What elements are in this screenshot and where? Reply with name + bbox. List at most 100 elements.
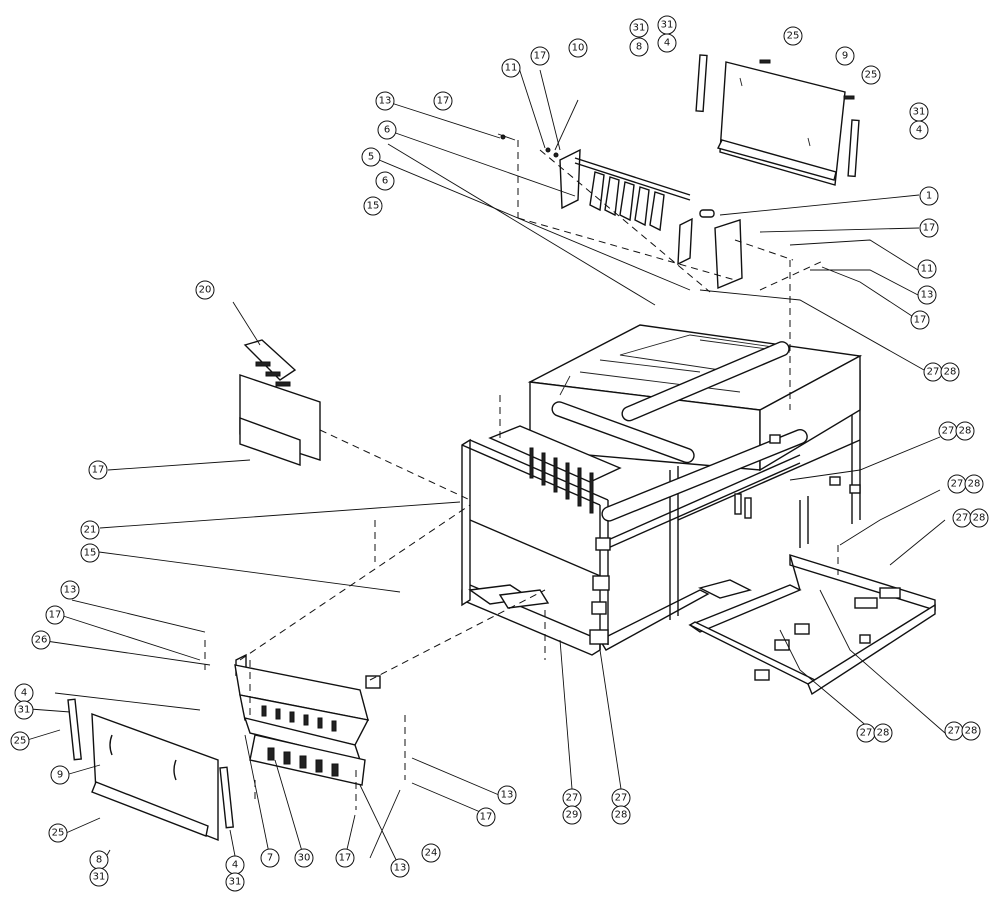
svg-text:17: 17 [49,610,62,621]
svg-text:13: 13 [64,585,77,596]
callout-31: 31 [657,15,677,35]
callout-25: 25 [783,26,803,46]
callout-25: 25 [10,731,30,751]
callout-21: 21 [80,520,100,540]
callout-26: 26 [31,630,51,650]
callout-4: 4 [909,120,929,140]
callout-11: 11 [917,259,937,279]
svg-text:11: 11 [921,264,934,275]
callout-10: 10 [568,38,588,58]
svg-text:17: 17 [339,853,352,864]
svg-text:27: 27 [942,426,955,437]
svg-text:31: 31 [633,23,646,34]
lower-hopper [234,653,381,786]
svg-text:28: 28 [944,367,957,378]
callout-29: 29 [562,805,582,825]
svg-text:26: 26 [35,635,48,646]
svg-text:31: 31 [913,107,926,118]
callout-4: 4 [14,683,34,703]
svg-text:25: 25 [787,31,800,42]
svg-text:28: 28 [615,810,628,821]
svg-text:4: 4 [916,125,922,136]
svg-text:9: 9 [842,51,848,62]
callout-24: 24 [421,843,441,863]
svg-text:30: 30 [298,853,311,864]
svg-text:27: 27 [927,367,940,378]
callout-13: 13 [390,858,410,878]
callout-31: 31 [225,872,245,892]
svg-text:5: 5 [368,152,374,163]
callout-4: 4 [225,855,245,875]
svg-text:25: 25 [52,828,65,839]
svg-text:11: 11 [505,63,518,74]
callout-27: 27 [947,474,967,494]
svg-text:27: 27 [615,793,628,804]
svg-text:4: 4 [21,688,27,699]
callout-6: 6 [377,120,397,140]
callout-4: 4 [657,33,677,53]
callout-13: 13 [497,785,517,805]
svg-text:17: 17 [923,223,936,234]
svg-text:1: 1 [926,191,932,202]
callout-8: 8 [89,850,109,870]
callout-17: 17 [45,605,65,625]
svg-text:17: 17 [92,465,105,476]
callout-27: 27 [611,788,631,808]
svg-text:28: 28 [973,513,986,524]
callout-28: 28 [611,805,631,825]
callout-17: 17 [530,46,550,66]
svg-text:13: 13 [501,790,514,801]
svg-text:27: 27 [566,793,579,804]
assembly-lines [204,140,839,810]
left-chute [239,339,321,466]
svg-text:13: 13 [394,863,407,874]
callout-8: 8 [629,37,649,57]
top-right-cover [695,54,860,186]
svg-text:4: 4 [232,860,238,871]
svg-text:27: 27 [951,479,964,490]
callout-25: 25 [861,65,881,85]
svg-text:28: 28 [877,728,890,739]
callout-27: 27 [938,421,958,441]
top-knife-assembly [500,134,743,290]
svg-text:28: 28 [965,726,978,737]
callout-30: 30 [294,848,314,868]
svg-text:15: 15 [84,548,97,559]
callout-31: 31 [14,700,34,720]
callout-27: 27 [923,362,943,382]
svg-text:25: 25 [865,70,878,81]
callout-28: 28 [969,508,989,528]
svg-text:4: 4 [664,38,670,49]
callout-31: 31 [909,102,929,122]
callout-15: 15 [363,196,383,216]
svg-text:9: 9 [57,770,63,781]
callout-17: 17 [476,807,496,827]
callout-17: 17 [335,848,355,868]
callout-27: 27 [856,723,876,743]
svg-text:21: 21 [84,525,97,536]
svg-text:17: 17 [534,51,547,62]
callout-9: 9 [835,46,855,66]
callout-17: 17 [919,218,939,238]
svg-text:28: 28 [959,426,972,437]
svg-text:27: 27 [948,726,961,737]
svg-text:31: 31 [18,705,31,716]
callout-27: 27 [944,721,964,741]
svg-text:27: 27 [956,513,969,524]
svg-text:13: 13 [379,96,392,107]
callout-1: 1 [919,186,939,206]
callout-28: 28 [955,421,975,441]
svg-text:27: 27 [860,728,873,739]
svg-text:17: 17 [914,315,927,326]
callout-13: 13 [917,285,937,305]
callout-28: 28 [940,362,960,382]
svg-text:31: 31 [93,872,106,883]
callout-27: 27 [562,788,582,808]
callout-17: 17 [88,460,108,480]
svg-text:6: 6 [382,176,388,187]
callout-17: 17 [433,91,453,111]
callout-25: 25 [48,823,68,843]
svg-text:13: 13 [921,290,934,301]
lower-left-cover [67,698,235,842]
